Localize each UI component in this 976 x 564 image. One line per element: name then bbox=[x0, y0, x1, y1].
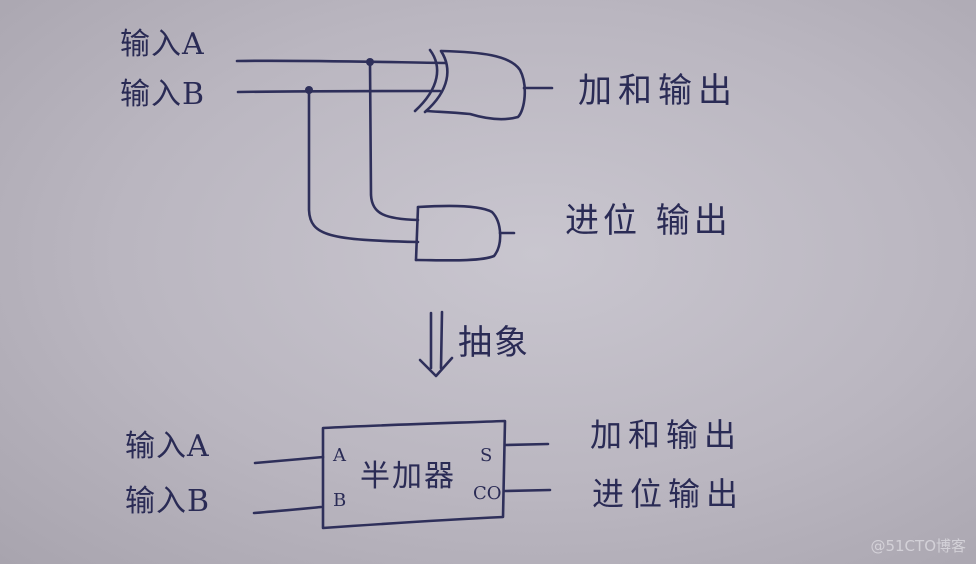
wire-input-b bbox=[236, 89, 442, 94]
top-input-b-label: 输入B bbox=[120, 77, 206, 112]
wire-block-input-b bbox=[252, 505, 323, 515]
watermark: @51CTO博客 bbox=[870, 537, 966, 555]
abstraction-arrow bbox=[418, 310, 454, 378]
pin-co-label: CO bbox=[473, 483, 502, 504]
and-gate bbox=[414, 204, 516, 262]
top-carry-output-label: 进位 输出 bbox=[565, 201, 732, 241]
wire-b-to-and bbox=[307, 88, 420, 244]
top-input-a-label: 输入A bbox=[120, 27, 205, 62]
wire-input-a bbox=[235, 59, 447, 65]
block-sum-output-label: 加和输出 bbox=[590, 416, 743, 454]
wire-block-input-a bbox=[253, 455, 325, 465]
top-sum-output-label: 加和输出 bbox=[578, 71, 738, 111]
xor-gate bbox=[413, 48, 554, 121]
block-input-a-label: 输入A bbox=[125, 429, 210, 464]
block-carry-output-label: 进位输出 bbox=[592, 475, 745, 513]
pin-a-label: A bbox=[333, 445, 346, 466]
half-adder-block bbox=[321, 419, 507, 530]
pin-b-label: B bbox=[333, 490, 347, 511]
wire-block-output-co bbox=[503, 488, 552, 493]
block-input-b-label: 输入B bbox=[125, 484, 211, 519]
abstraction-label: 抽象 bbox=[458, 323, 530, 363]
half-adder-name: 半加器 bbox=[360, 459, 456, 494]
pin-s-label: S bbox=[480, 445, 493, 466]
wire-a-to-and bbox=[368, 60, 420, 222]
wire-block-output-s bbox=[503, 442, 550, 447]
